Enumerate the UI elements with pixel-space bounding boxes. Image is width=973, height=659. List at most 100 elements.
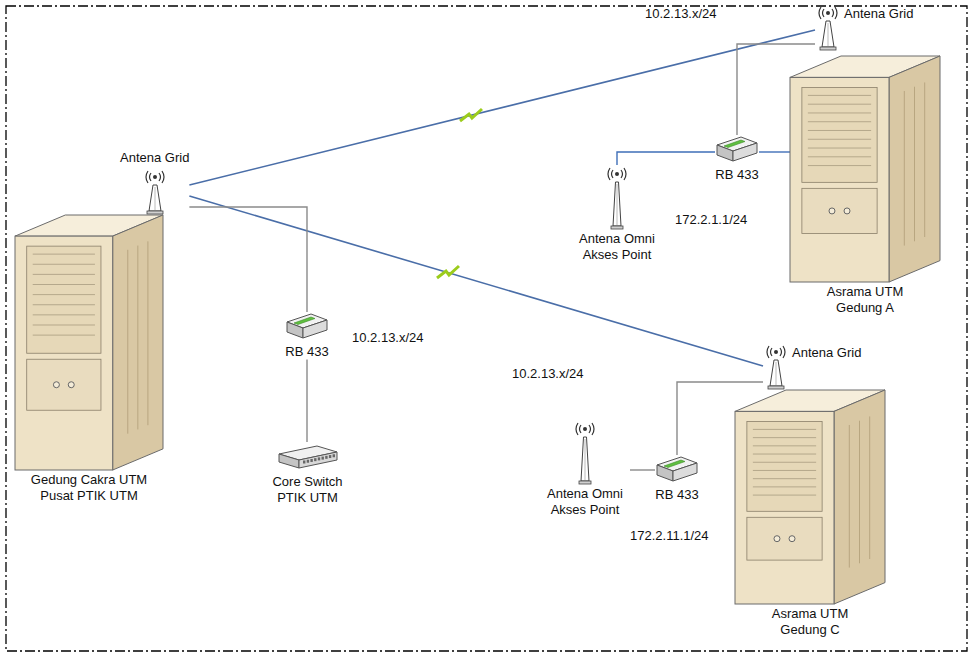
tower-button — [774, 536, 780, 542]
dashed-frame — [6, 6, 967, 651]
omni-antenna-label: Antena Omni Akses Point — [572, 231, 662, 262]
antenna-mast — [613, 182, 621, 226]
building-label: Asrama UTM Gedung A — [820, 284, 910, 315]
tower-vent — [33, 324, 95, 325]
signal-wave — [149, 173, 151, 181]
link-line — [306, 360, 307, 442]
ip-address-label: 172.2.1.1/24 — [675, 212, 747, 228]
tower-vent — [808, 121, 871, 122]
tower-panel — [747, 421, 822, 511]
tower-bay — [747, 517, 822, 560]
grid-antenna: Antena Grid — [120, 150, 189, 214]
ip-address-label: 10.2.13.x/24 — [352, 330, 424, 346]
tower-vent — [33, 314, 95, 315]
signal-wave — [819, 7, 821, 19]
router: RB 433 — [715, 135, 759, 183]
building: Asrama UTM Gedung A — [790, 56, 940, 315]
omni-icon — [608, 168, 626, 229]
router-led-strip — [294, 317, 315, 325]
tower-panel — [27, 246, 101, 353]
tower-vent — [33, 284, 95, 285]
omni-antenna-label: Antena Omni Akses Point — [540, 486, 630, 517]
switch-port — [310, 459, 312, 462]
antenna-base — [768, 386, 784, 389]
grid-icon — [146, 171, 164, 214]
core-switch-label: Core Switch PTIK UTM — [265, 474, 350, 505]
signal-wave — [823, 9, 825, 17]
signal-dot — [774, 350, 778, 354]
omni-antenna-icon — [573, 420, 597, 484]
tower-vent — [808, 112, 871, 113]
antenna-shade — [776, 362, 777, 385]
wireless-bolt — [460, 109, 482, 121]
tower-vent — [753, 486, 816, 487]
switch-port — [306, 460, 308, 463]
tower-slot — [849, 425, 850, 568]
tower-button — [53, 382, 59, 388]
router-icon — [287, 314, 327, 338]
switch-side — [299, 452, 337, 468]
building-label: Asrama UTM Gedung C — [765, 606, 855, 637]
building-icon — [735, 390, 885, 604]
router-front — [717, 145, 733, 161]
tower-vent — [753, 462, 816, 463]
grid-antenna-label: Antena Grid — [792, 343, 861, 361]
signal-dot — [583, 427, 587, 431]
link-line — [759, 151, 790, 152]
antenna-mast — [770, 360, 782, 386]
signal-wave — [576, 423, 578, 435]
signal-wave — [835, 7, 837, 19]
router-side — [673, 463, 697, 481]
tower-button — [829, 208, 835, 214]
grid-antenna-icon — [142, 168, 168, 214]
omni-icon — [576, 423, 594, 484]
signal-wave — [608, 168, 610, 180]
antenna-shade — [585, 439, 586, 480]
router-label: RB 433 — [715, 167, 758, 183]
signal-wave — [162, 171, 164, 183]
wireless-bolt — [437, 266, 459, 278]
tower-slot — [924, 82, 925, 237]
antenna-base — [579, 481, 591, 484]
router-front — [287, 322, 303, 338]
grid-icon — [819, 7, 837, 50]
tower-vent — [33, 264, 95, 265]
core-switch: Core Switch PTIK UTM — [265, 442, 350, 505]
tower-slot — [147, 241, 148, 425]
tower-front — [15, 236, 113, 470]
tower-vent — [33, 304, 95, 305]
antenna-shade — [617, 184, 618, 225]
signal-wave — [783, 346, 785, 358]
signal-wave — [592, 423, 594, 435]
link-line — [630, 469, 655, 470]
grid-icon — [767, 346, 785, 389]
switch-port — [325, 456, 327, 459]
antenna-base — [611, 226, 623, 229]
tower-vent — [753, 495, 816, 496]
tower-vent — [753, 478, 816, 479]
tower-button — [844, 208, 850, 214]
tower-vent — [753, 470, 816, 471]
tower-slot — [859, 421, 860, 564]
tower-vent — [33, 335, 95, 336]
tower-side — [113, 215, 163, 470]
tower-slot — [914, 87, 915, 242]
tower-slot — [137, 246, 138, 430]
antenna-shade — [154, 187, 155, 210]
router-icon — [285, 312, 329, 342]
router-side — [733, 143, 757, 161]
tower-vent — [33, 274, 95, 275]
tower-front — [790, 77, 889, 282]
router-label: RB 433 — [655, 487, 698, 503]
signal-wave — [767, 346, 769, 358]
tower-vent — [808, 148, 871, 149]
link-line — [617, 152, 715, 165]
building-icon — [790, 56, 940, 282]
switch-front — [279, 454, 299, 468]
router-label: RB 433 — [285, 344, 328, 360]
tower-slot — [869, 416, 870, 559]
building-label: Gedung Cakra UTM Pusat PTIK UTM — [29, 472, 149, 503]
building-icon — [735, 390, 885, 604]
omni-antenna: Antena Omni Akses Point — [572, 165, 662, 262]
